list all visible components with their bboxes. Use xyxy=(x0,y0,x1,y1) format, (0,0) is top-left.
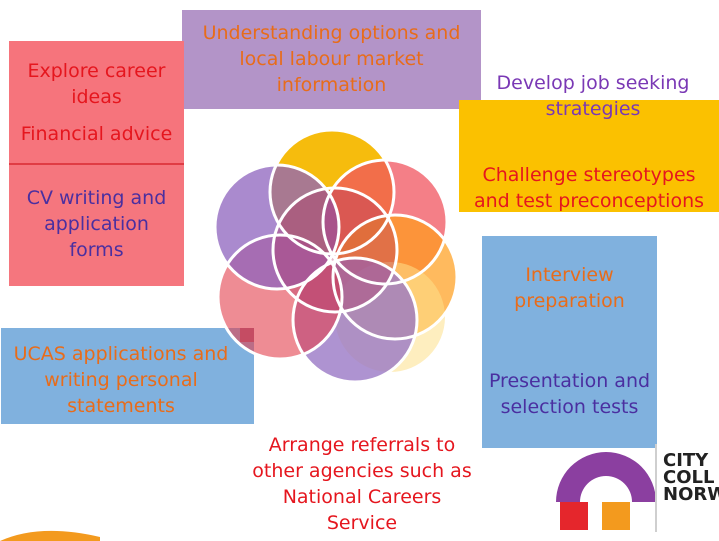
challenge-text: Challenge stereotypes and test preconcep… xyxy=(473,164,705,212)
develop-text: Develop job seeking strategies xyxy=(496,72,690,120)
ucas-box xyxy=(1,328,254,424)
college-logo-divider xyxy=(655,444,657,532)
financial-text: Financial advice xyxy=(20,123,173,145)
understanding-text: Understanding options and local labour m… xyxy=(202,22,461,96)
bottom-swoosh-decoration xyxy=(0,530,100,541)
college-logo-orange-square xyxy=(602,502,630,530)
referrals-text: Arrange referrals to other agencies such… xyxy=(252,434,472,534)
overlapping-circles-graphic xyxy=(213,128,459,384)
college-logo-red-square xyxy=(560,502,588,530)
ucas-text: UCAS applications and writing personal s… xyxy=(13,343,229,417)
interview-box xyxy=(482,236,657,448)
explore-text: Explore career ideas xyxy=(27,60,166,108)
explore-box xyxy=(9,41,184,165)
challenge-box xyxy=(459,100,719,212)
understanding-box xyxy=(182,10,481,109)
college-logo-arch-icon xyxy=(556,452,656,502)
presentation-text: Presentation and selection tests xyxy=(488,370,651,418)
interview-text: Interview preparation xyxy=(514,264,625,312)
college-logo-text: CITY COLL NORW xyxy=(663,450,719,505)
cv-text: CV writing and application forms xyxy=(26,187,167,261)
